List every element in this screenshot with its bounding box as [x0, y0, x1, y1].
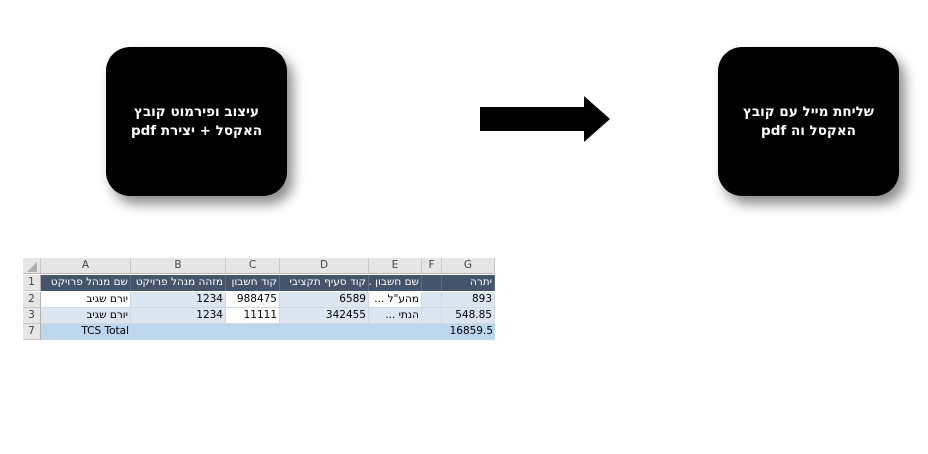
- table-cell[interactable]: הנתי ...: [369, 308, 422, 324]
- corner-triangle-icon: [26, 262, 37, 272]
- step-format-line-1: עיצוב ופירמוט קובץ: [134, 103, 259, 120]
- row-number[interactable]: 1: [23, 275, 41, 291]
- table-cell[interactable]: 342455: [280, 308, 369, 324]
- flow-arrow-icon: [480, 96, 610, 142]
- column-letter[interactable]: E: [369, 258, 422, 274]
- step-format-text: עיצוב ופירמוט קובץ האקסל + יצירת pdf: [131, 103, 262, 141]
- table-cell[interactable]: יורם שגיב: [41, 292, 131, 308]
- header-cell[interactable]: מזהה מנהל פרויקט: [131, 275, 226, 291]
- column-letter[interactable]: C: [226, 258, 280, 274]
- step-send-mail-text: שליחת מייל עם קובץ האקסל וה pdf: [743, 103, 874, 141]
- table-cell[interactable]: 11111: [226, 308, 280, 324]
- total-label[interactable]: TCS Total: [41, 324, 131, 340]
- column-letter[interactable]: F: [422, 258, 442, 274]
- header-cell[interactable]: יתרה: [442, 275, 495, 291]
- header-cell[interactable]: [422, 275, 442, 291]
- row-number[interactable]: 3: [23, 308, 41, 324]
- table-cell[interactable]: [422, 292, 442, 308]
- header-cell[interactable]: שם חשבון ...: [369, 275, 422, 291]
- header-cell[interactable]: שם מנהל פרויקט: [41, 275, 131, 291]
- column-letter[interactable]: D: [280, 258, 369, 274]
- table-cell[interactable]: 6589: [280, 292, 369, 308]
- step-send-mail-box: שליחת מייל עם קובץ האקסל וה pdf: [718, 47, 899, 196]
- table-cell[interactable]: 1234: [131, 308, 226, 324]
- column-header-row: A B C D E F G: [23, 258, 495, 274]
- column-letter[interactable]: B: [131, 258, 226, 274]
- table-row: 2 יורם שגיב 1234 988475 6589 מהע"ל ... 8…: [23, 292, 495, 308]
- select-all-corner[interactable]: [23, 258, 41, 274]
- header-cell[interactable]: קוד חשבון: [226, 275, 280, 291]
- table-cell[interactable]: 1234: [131, 292, 226, 308]
- row-number[interactable]: 2: [23, 292, 41, 308]
- header-cell[interactable]: קוד סעיף תקציבי: [280, 275, 369, 291]
- table-row: 3 יורם שגיב 1234 11111 342455 הנתי ... 5…: [23, 308, 495, 324]
- row-number[interactable]: 7: [23, 324, 41, 340]
- total-value[interactable]: 16859.5: [442, 324, 495, 340]
- table-cell[interactable]: מהע"ל ...: [369, 292, 422, 308]
- step-send-line-1: שליחת מייל עם קובץ: [743, 103, 874, 120]
- column-letter[interactable]: A: [41, 258, 131, 274]
- spreadsheet-snippet: A B C D E F G 1 שם מנהל פרויקט מזהה מנהל…: [23, 258, 495, 341]
- column-letter[interactable]: G: [442, 258, 495, 274]
- table-cell[interactable]: יורם שגיב: [41, 308, 131, 324]
- step-format-box: עיצוב ופירמוט קובץ האקסל + יצירת pdf: [106, 47, 287, 196]
- table-header-row: 1 שם מנהל פרויקט מזהה מנהל פרויקט קוד חש…: [23, 275, 495, 291]
- table-cell[interactable]: [422, 308, 442, 324]
- table-cell[interactable]: 893: [442, 292, 495, 308]
- total-row: 7 TCS Total 16859.5: [23, 324, 495, 340]
- table-cell[interactable]: 988475: [226, 292, 280, 308]
- step-send-line-2: האקסל וה pdf: [761, 122, 856, 139]
- table-cell[interactable]: 548.85: [442, 308, 495, 324]
- step-format-line-2: האקסל + יצירת pdf: [130, 122, 263, 139]
- total-spacer: [131, 324, 442, 340]
